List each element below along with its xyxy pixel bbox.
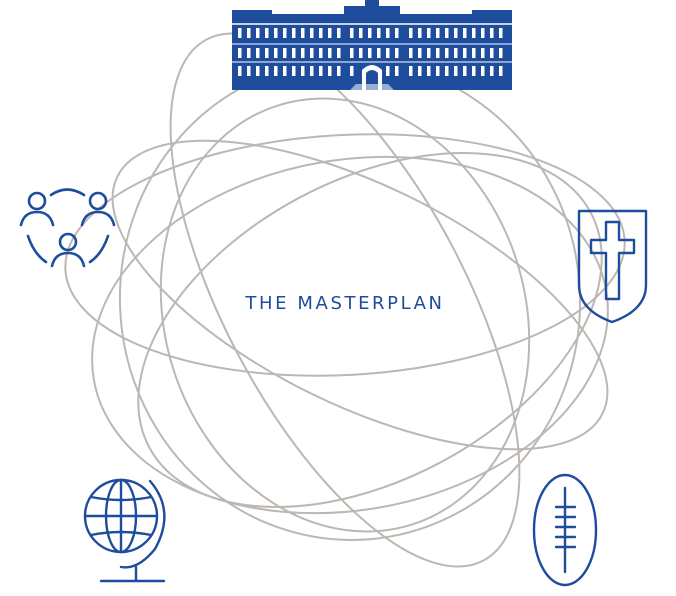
center-title: THE MASTERPLAN [245, 293, 445, 314]
orbit-line [159, 97, 531, 533]
globe-icon [83, 478, 166, 583]
rugby-ball-icon [532, 473, 598, 587]
orbit-line [137, 152, 603, 508]
cross-shield-icon [577, 209, 648, 324]
community-people-icon [19, 188, 116, 268]
orbit-line [169, 32, 521, 568]
orbit-line [64, 133, 626, 377]
university-building-icon [232, 0, 512, 90]
orbit-line [111, 139, 609, 451]
